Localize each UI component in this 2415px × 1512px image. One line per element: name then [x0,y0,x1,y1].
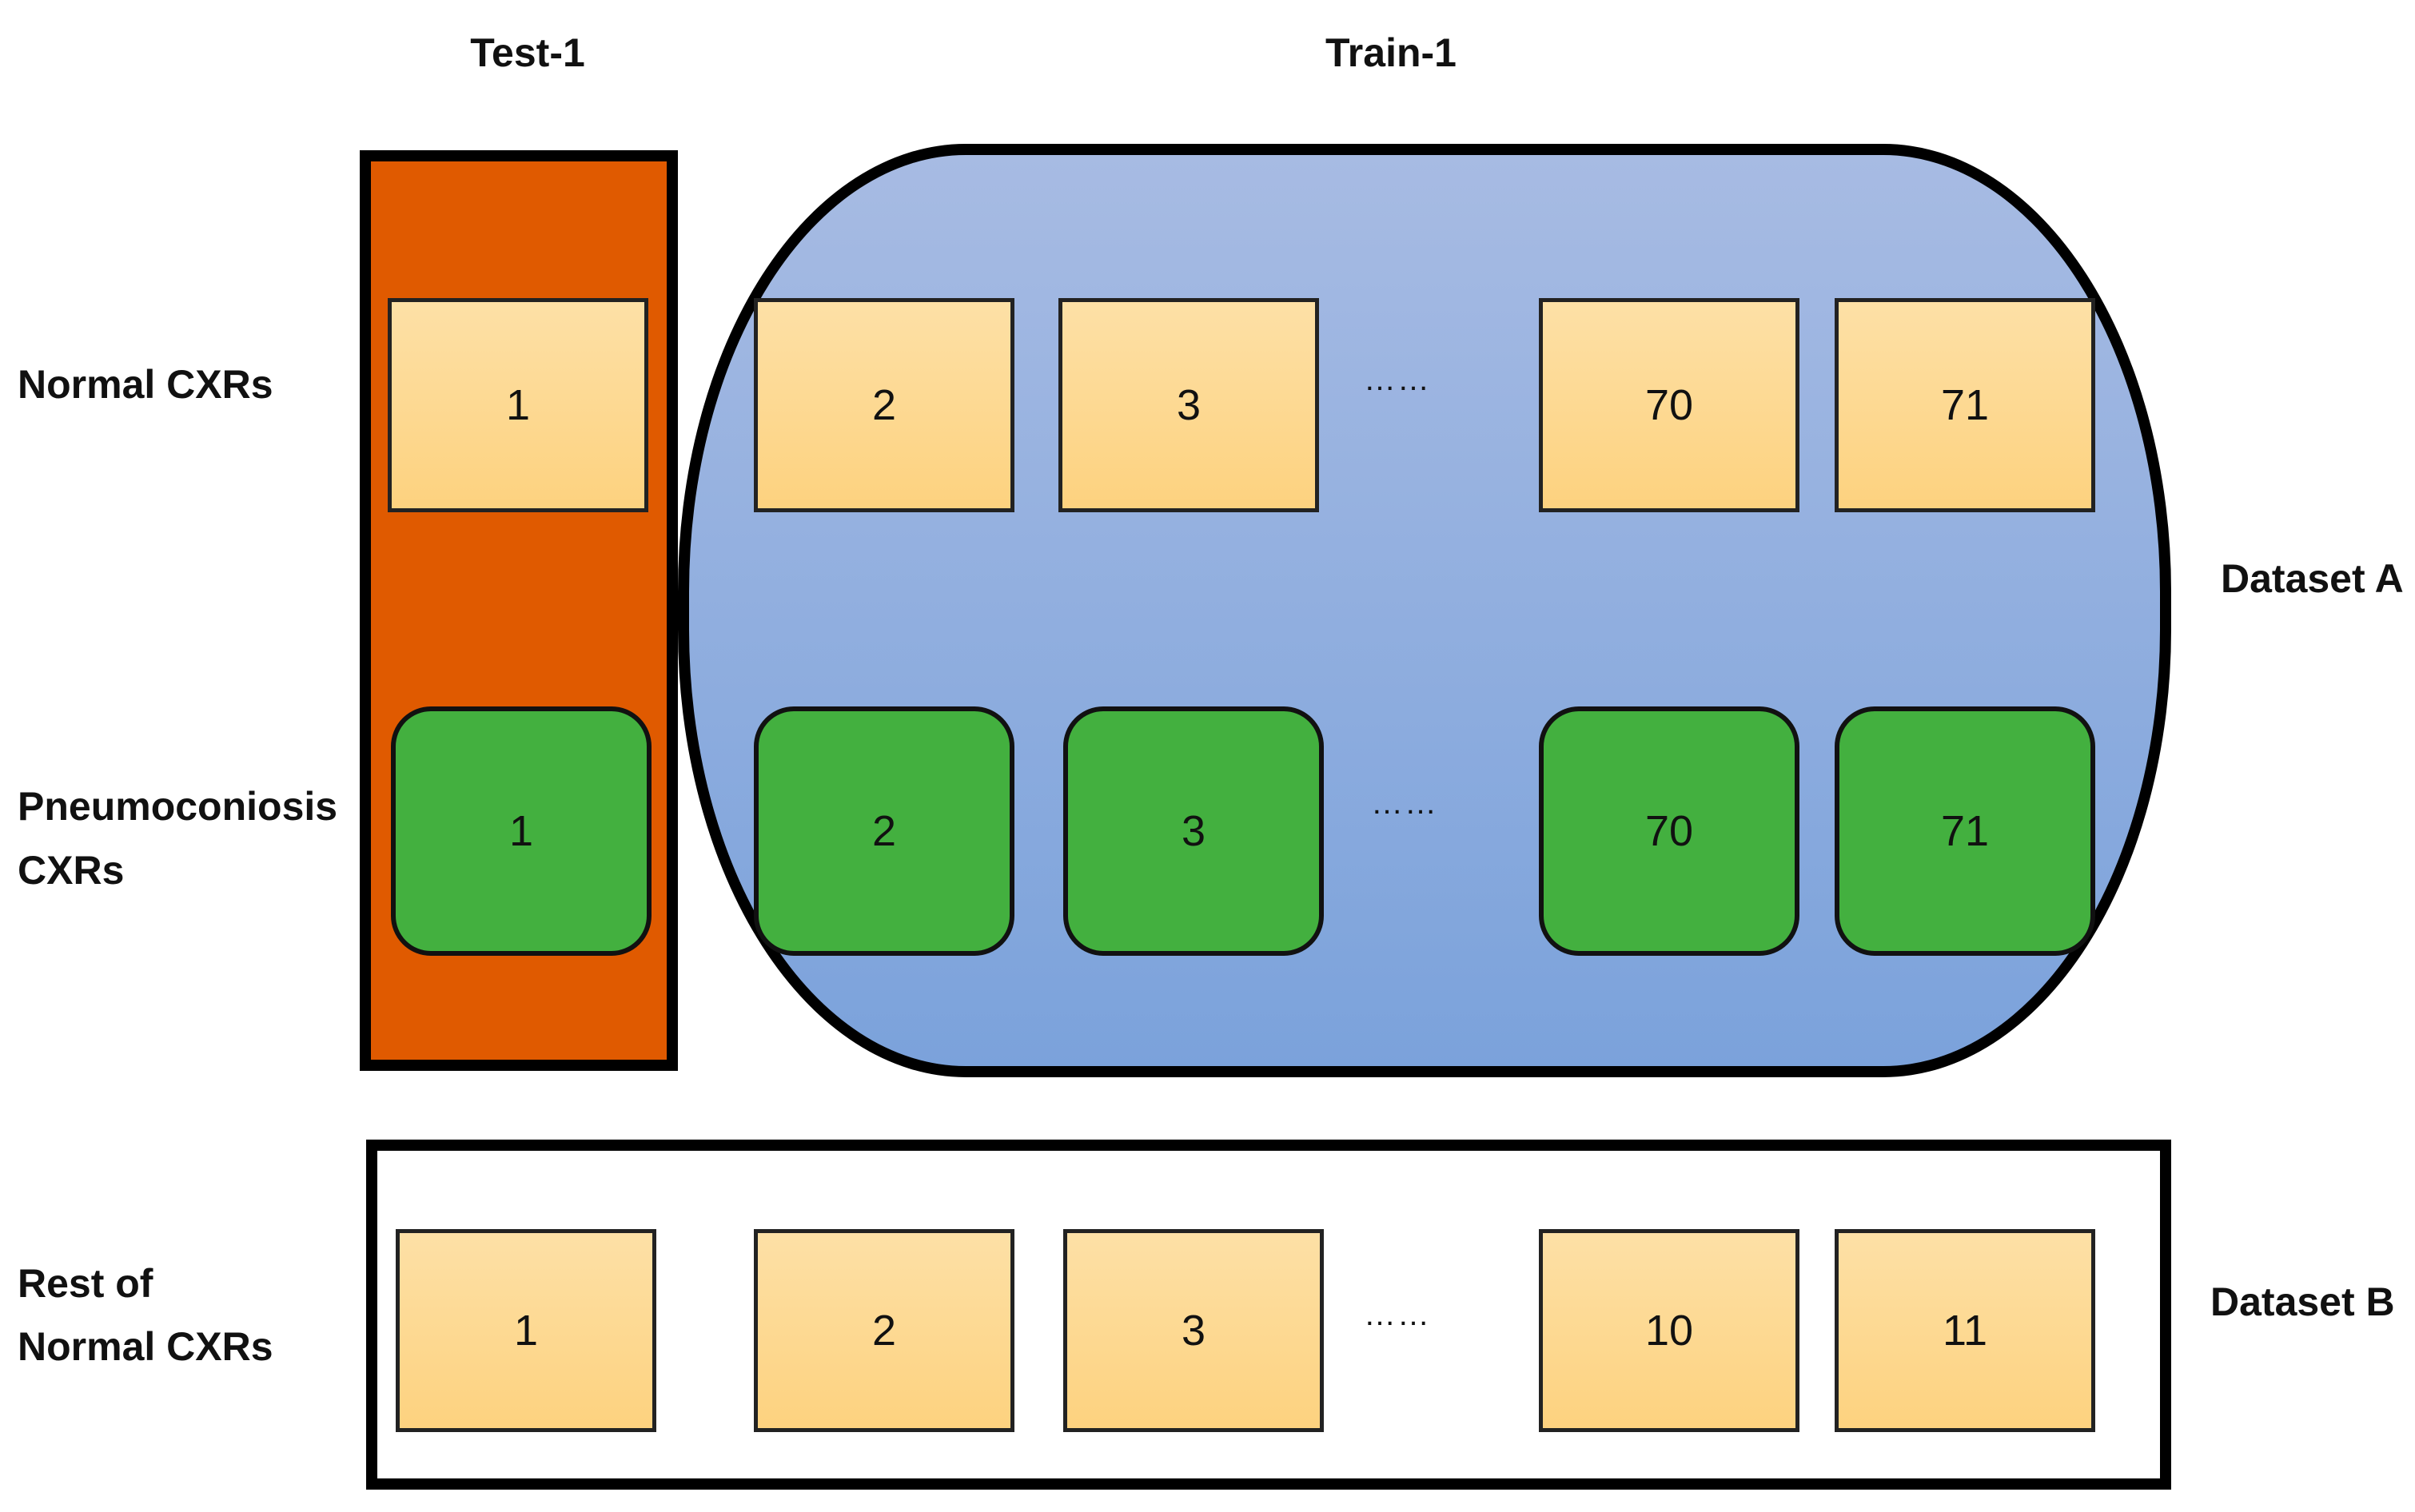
rest-normal-cxrs-label-line2: Normal CXRs [18,1324,273,1369]
normal-cxrs-label: Normal CXRs [18,362,273,407]
normal-cxr-box: 1 [388,298,648,512]
dataset-a-label: Dataset A [2221,556,2404,601]
pneumoconiosis-cxr-box: 3 [1063,706,1324,956]
rest-normal-cxr-box: 3 [1063,1229,1324,1432]
pneumoconiosis-cxrs-label-line1: Pneumoconiosis [18,784,338,829]
pneumoconiosis-cxr-box: 1 [391,706,652,956]
normal-cxr-box: 3 [1058,298,1319,512]
rest-normal-cxr-box: 1 [396,1229,656,1432]
rest-normal-cxr-box: 2 [754,1229,1014,1432]
normal-cxr-box: 71 [1835,298,2095,512]
pneumoconiosis-cxr-box: 70 [1539,706,1799,956]
pneumoconiosis-cxr-box: 71 [1835,706,2095,956]
normal-cxr-box: 2 [754,298,1014,512]
train-1-header: Train-1 [1325,30,1457,75]
pneumoconiosis-row-ellipsis: …… [1371,786,1438,821]
normal-row-ellipsis: …… [1364,362,1431,397]
pneumoconiosis-cxr-box: 2 [754,706,1014,956]
rest-row-ellipsis: …… [1364,1297,1431,1332]
dataset-b-label: Dataset B [2210,1279,2395,1324]
rest-normal-cxr-box: 10 [1539,1229,1799,1432]
rest-normal-cxrs-label-line1: Rest of [18,1261,153,1306]
test-1-header: Test-1 [470,30,585,75]
normal-cxr-box: 70 [1539,298,1799,512]
pneumoconiosis-cxrs-label-line2: CXRs [18,848,125,893]
rest-normal-cxr-box: 11 [1835,1229,2095,1432]
